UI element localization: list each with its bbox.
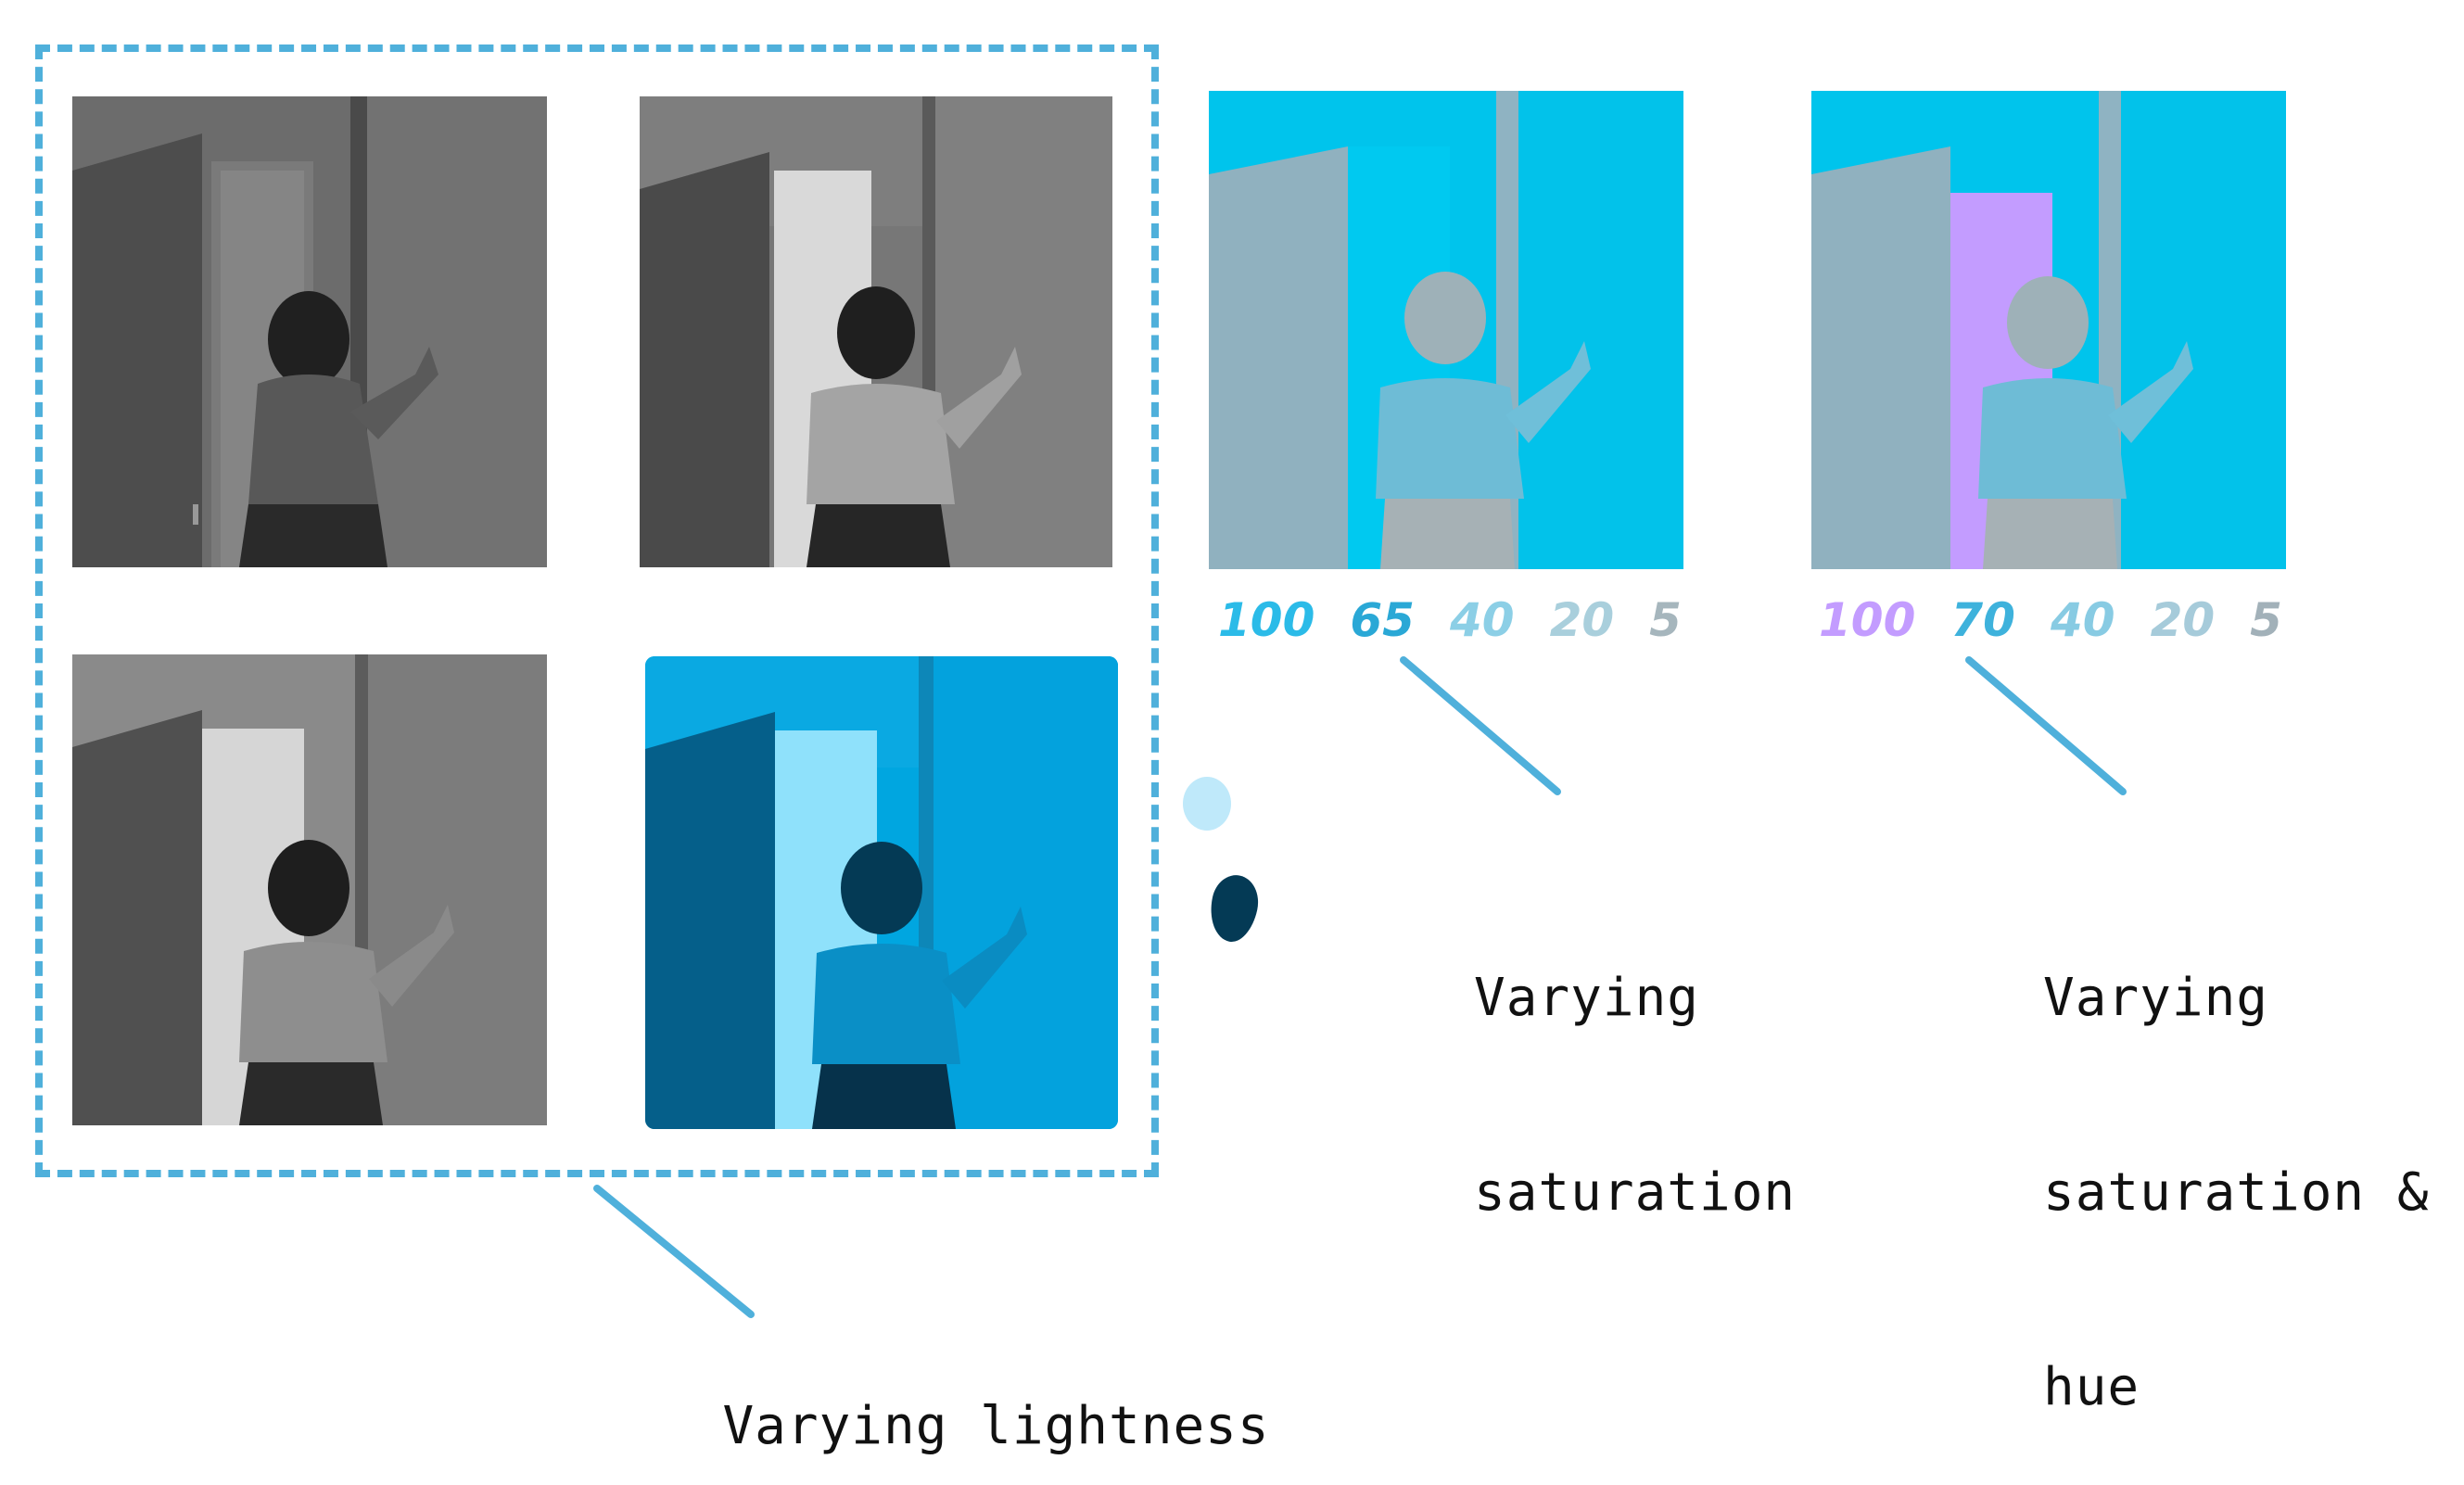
hue-scale: 100 70 40 20 5	[1819, 593, 2282, 647]
scale-value: 5	[2250, 593, 2282, 647]
lightness-group-frame	[35, 44, 1159, 1177]
cyan-saturation-hue-art	[1811, 91, 2286, 569]
grayscale-simplified-art	[72, 654, 547, 1125]
cyan-saturation-hue-panel	[1811, 91, 2286, 569]
caption-text: saturation &	[2043, 1162, 2430, 1223]
scale-value: 70	[1950, 593, 2015, 647]
connector-lines	[593, 656, 2127, 1318]
saturation-connector-line	[1400, 656, 1561, 795]
photo-original-art	[72, 96, 547, 567]
photo-original-panel	[72, 96, 547, 567]
grayscale-painted-panel	[640, 96, 1112, 567]
grayscale-simplified-panel	[72, 654, 547, 1125]
caption-text: hue	[2043, 1357, 2140, 1417]
hue-connector-line	[1965, 656, 2127, 795]
grayscale-painted-art	[640, 96, 1112, 567]
scale-value: 100	[1218, 593, 1315, 647]
scale-value: 65	[1350, 593, 1415, 647]
saturation-scale: 100 65 40 20 5	[1218, 593, 1682, 647]
scale-value: 100	[1819, 593, 1916, 647]
scale-value: 20	[1549, 593, 1615, 647]
blue-lightness-panel	[645, 656, 1118, 1129]
cyan-saturation-panel	[1209, 91, 1683, 569]
cyan-saturation-art	[1209, 91, 1683, 569]
blue-lightness-art	[645, 656, 1118, 1129]
scale-value: 40	[2050, 593, 2115, 647]
caption-text: saturation	[1474, 1162, 1797, 1223]
lightness-connector-line	[593, 1185, 755, 1318]
scale-value: 20	[2150, 593, 2216, 647]
light-cyan-swatch	[1183, 777, 1231, 831]
scale-value: 40	[1449, 593, 1515, 647]
caption-text: Varying	[1474, 968, 1700, 1028]
hue-caption: Varying saturation & hue	[2043, 836, 2430, 1485]
lightness-caption: Varying lightness	[658, 1329, 1270, 1459]
caption-text: Varying lightness	[722, 1396, 1270, 1456]
scale-value: 5	[1649, 593, 1682, 647]
saturation-caption: Varying saturation	[1474, 836, 1796, 1290]
caption-text: Varying	[2043, 968, 2269, 1028]
